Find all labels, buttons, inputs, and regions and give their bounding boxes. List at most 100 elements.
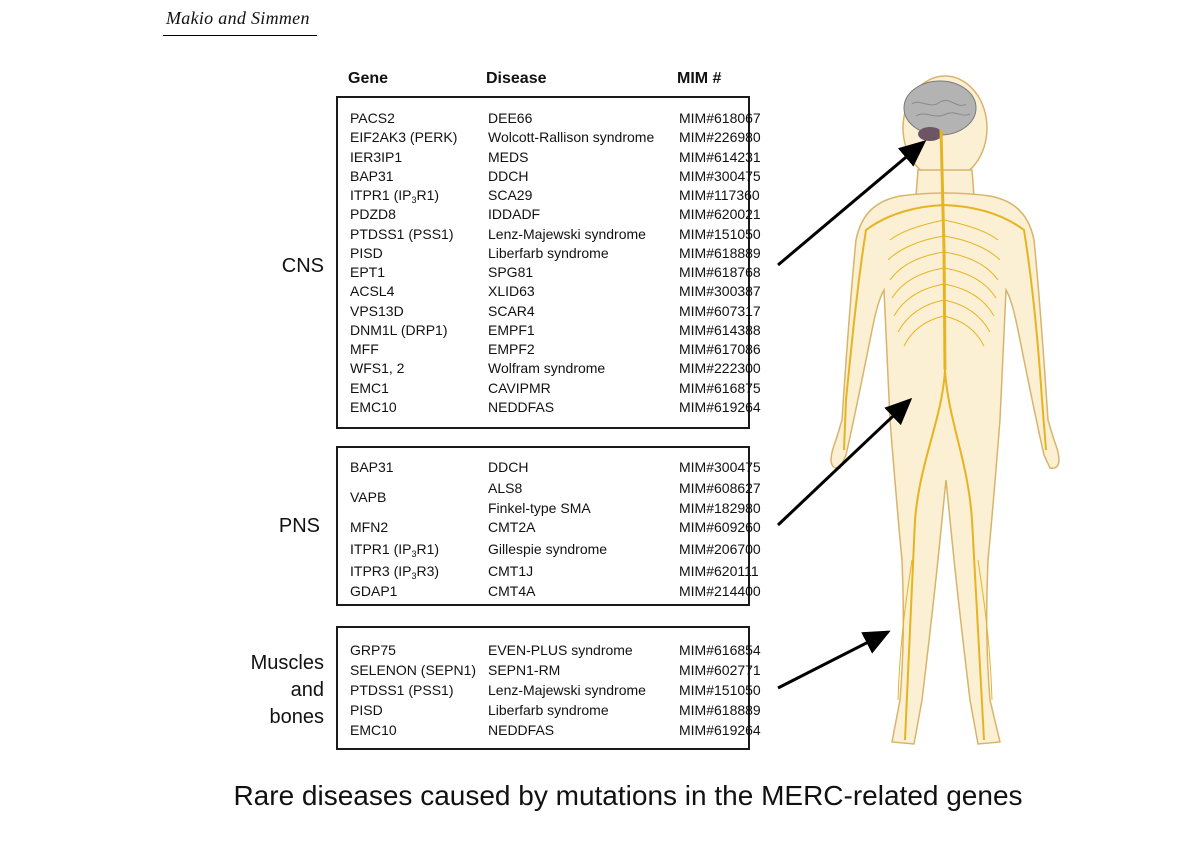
gene-cell: ITPR1 (IP3R1) bbox=[350, 187, 440, 205]
mim-cell: MIM#151050 bbox=[679, 682, 761, 698]
disease-cell: IDDADF bbox=[488, 206, 541, 223]
gene-cell: BAP31 bbox=[350, 459, 394, 475]
mim-cell: MIM#618768 bbox=[679, 264, 761, 280]
column-header-disease: Disease bbox=[486, 70, 547, 87]
right-arm-nerve bbox=[943, 204, 1047, 451]
mim-cell: MIM#226980 bbox=[679, 129, 761, 146]
disease-cell: Gillespie syndrome bbox=[488, 541, 608, 557]
gene-cell: ITPR3 (IP3R3) bbox=[350, 563, 440, 581]
gene-cell: PACS2 bbox=[350, 110, 395, 126]
right-leg-nerve bbox=[944, 369, 985, 741]
gene-cell: EMC10 bbox=[350, 398, 397, 415]
gene-cell: EIF2AK3 (PERK) bbox=[350, 129, 458, 146]
mim-cell: MIM#300387 bbox=[679, 283, 761, 300]
mim-cell: MIM#117360 bbox=[679, 187, 760, 203]
mim-cell: MIM#620111 bbox=[679, 563, 759, 579]
disease-cell: EMPF1 bbox=[488, 321, 535, 338]
mim-cell: MIM#619264 bbox=[679, 398, 761, 415]
table-row: ITPR3 (IP3R3) CMT1J MIM#620111 bbox=[338, 561, 759, 581]
column-header-gene: Gene bbox=[348, 70, 389, 87]
section-label-cns: CNS bbox=[281, 255, 324, 277]
mim-cell: MIM#618889 bbox=[679, 244, 761, 261]
disease-cell: ALS8 bbox=[488, 480, 523, 496]
mim-cell: MIM#214400 bbox=[679, 583, 761, 599]
mim-cell: MIM#151050 bbox=[679, 225, 761, 242]
muscles-arrow bbox=[777, 630, 891, 690]
spinal-cord bbox=[939, 129, 947, 371]
disease-cell: EMPF2 bbox=[488, 341, 535, 357]
gene-cell: PDZD8 bbox=[350, 206, 396, 223]
brain bbox=[903, 80, 977, 136]
column-header-mim: MIM # bbox=[677, 70, 722, 87]
human-figure bbox=[776, 75, 1060, 745]
right-intercostal-nerves bbox=[943, 219, 1001, 347]
gene-cell: WFS1, 2 bbox=[350, 360, 405, 377]
disease-cell: NEDDFAS bbox=[488, 722, 555, 738]
cerebellum bbox=[918, 127, 942, 141]
leg-branch-nerves bbox=[897, 559, 993, 701]
disease-cell: Lenz-Majewski syndrome bbox=[488, 682, 646, 698]
author-header: Makio and Simmen bbox=[166, 8, 310, 28]
gene-cell: ITPR1 (IP3R1) bbox=[350, 541, 440, 559]
gene-cell: VAPB bbox=[350, 489, 387, 505]
mim-cell: MIM#620021 bbox=[679, 206, 761, 223]
mim-cell: MIM#608627 bbox=[679, 480, 761, 496]
disease-cell: Liberfarb syndrome bbox=[488, 702, 609, 718]
disease-cell: CAVIPMR bbox=[488, 379, 551, 396]
table-row: ITPR1 (IP3R1) Gillespie syndrome MIM#20670… bbox=[338, 539, 761, 559]
gene-cell: EMC10 bbox=[350, 722, 397, 738]
mim-cell: MIM#618067 bbox=[679, 110, 761, 126]
gene-cell: GDAP1 bbox=[350, 583, 398, 599]
gene-cell: VPS13D bbox=[350, 302, 404, 319]
mim-cell: MIM#222300 bbox=[679, 360, 761, 377]
disease-cell: Lenz-Majewski syndrome bbox=[488, 225, 646, 242]
gene-cell: ACSL4 bbox=[350, 283, 395, 300]
cns-arrow bbox=[777, 140, 927, 267]
mim-cell: MIM#614231 bbox=[679, 148, 761, 165]
disease-cell: Wolfram syndrome bbox=[488, 360, 606, 377]
section-label-muscles-bones: Muscles and bones bbox=[220, 650, 324, 731]
gene-cell: MFN2 bbox=[350, 519, 389, 535]
mim-cell: MIM#206700 bbox=[679, 541, 761, 557]
table-row: EMC10 NEDDFAS MIM#619264 bbox=[338, 397, 761, 417]
gene-cell: GRP75 bbox=[350, 642, 396, 658]
brain-folds bbox=[915, 112, 971, 117]
disease-cell: SPG81 bbox=[488, 264, 534, 280]
gene-cell: EMC1 bbox=[350, 379, 389, 396]
label-line: and bbox=[290, 679, 324, 701]
label-line: Muscles bbox=[250, 652, 324, 674]
mim-cell: MIM#617086 bbox=[679, 341, 761, 357]
disease-cell: DDCH bbox=[488, 459, 529, 475]
disease-cell: CMT1J bbox=[488, 563, 534, 579]
table-row: MFF EMPF2 MIM#617086 bbox=[338, 339, 761, 359]
figure-caption: Rare diseases caused by mutations in the… bbox=[233, 780, 1023, 811]
section-label-pns: PNS bbox=[278, 515, 320, 537]
mim-cell: MIM#618889 bbox=[679, 702, 761, 718]
gene-cell: IER3IP1 bbox=[350, 148, 403, 165]
disease-cell: NEDDFAS bbox=[488, 398, 555, 415]
gene-cell: MFF bbox=[350, 341, 379, 357]
left-leg-nerve bbox=[904, 369, 946, 741]
disease-cell: Liberfarb syndrome bbox=[488, 244, 609, 261]
